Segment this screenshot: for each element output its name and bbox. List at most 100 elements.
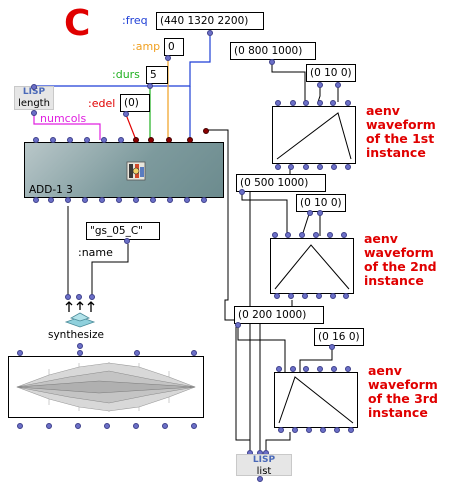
env2-inlet[interactable] [285, 232, 291, 238]
env2-levels-outlet[interactable] [307, 210, 313, 216]
env1-outlet[interactable] [331, 164, 337, 170]
env3-inlet[interactable] [290, 366, 296, 372]
add1-inlet[interactable] [33, 137, 39, 143]
env3-outlet[interactable] [278, 427, 284, 433]
synthesize-outlet[interactable] [77, 343, 83, 349]
env2-outlet[interactable] [274, 293, 280, 299]
add1-outlet[interactable] [33, 197, 39, 203]
env1-points-outlet[interactable] [269, 59, 275, 65]
env1-points-box[interactable]: (0 800 1000) [230, 42, 316, 60]
env3-inlet[interactable] [317, 366, 323, 372]
env1-inlet[interactable] [275, 100, 281, 106]
waveform-outlet[interactable] [191, 423, 197, 429]
waveform-outlet[interactable] [162, 423, 168, 429]
add1-outlet[interactable] [48, 197, 54, 203]
env2-inlet[interactable] [272, 232, 278, 238]
env2-outlet[interactable] [316, 293, 322, 299]
env3-inlet[interactable] [303, 366, 309, 372]
env1-bpf-box[interactable] [272, 106, 356, 164]
env2-outlet[interactable] [302, 293, 308, 299]
freq-value-box[interactable]: (440 1320 2200) [156, 12, 264, 30]
env3-outlet[interactable] [320, 427, 326, 433]
freq-outlet[interactable] [207, 30, 213, 36]
add1-outlet[interactable] [65, 197, 71, 203]
waveform-outlet[interactable] [75, 423, 81, 429]
env3-levels-box[interactable]: (0 16 0) [314, 328, 364, 346]
length-outlet[interactable] [31, 110, 37, 116]
env1-inlet[interactable] [345, 100, 351, 106]
add1-outlet[interactable] [167, 197, 173, 203]
env2-levels-outlet[interactable] [317, 210, 323, 216]
add1-inlet[interactable] [67, 137, 73, 143]
add1-inlet[interactable] [118, 137, 124, 143]
env3-inlet[interactable] [331, 366, 337, 372]
sound-waveform-box[interactable] [8, 356, 204, 418]
env3-points-outlet[interactable] [235, 322, 241, 328]
env3-levels-outlet[interactable] [329, 344, 335, 350]
synthesize-inlet[interactable] [89, 294, 95, 300]
env2-inlet[interactable] [313, 232, 319, 238]
name-outlet[interactable] [124, 238, 130, 244]
add1-inlet[interactable] [101, 137, 107, 143]
env3-inlet[interactable] [276, 366, 282, 372]
waveform-outlet[interactable] [104, 423, 110, 429]
env3-bpf-box[interactable] [274, 372, 358, 428]
env1-levels-outlet[interactable] [335, 82, 341, 88]
env1-inlet[interactable] [303, 100, 309, 106]
synthesize-inlet[interactable] [65, 294, 71, 300]
add1-outlet[interactable] [116, 197, 122, 203]
length-inlet[interactable] [31, 84, 37, 90]
env2-bpf-box[interactable] [270, 238, 354, 294]
env2-inlet[interactable] [327, 232, 333, 238]
env1-outlet[interactable] [288, 164, 294, 170]
env3-outlet[interactable] [348, 427, 354, 433]
add1-outlet[interactable] [150, 197, 156, 203]
env1-inlet[interactable] [330, 100, 336, 106]
waveform-outlet[interactable] [133, 423, 139, 429]
env1-outlet[interactable] [303, 164, 309, 170]
env2-inlet[interactable] [341, 232, 347, 238]
env2-points-outlet[interactable] [239, 189, 245, 195]
lisp-list-box[interactable]: LISP list [236, 454, 292, 477]
env3-outlet[interactable] [292, 427, 298, 433]
env1-levels-box[interactable]: (0 10 0) [306, 64, 356, 82]
add1-instrument-box[interactable]: ADD-1 3 [24, 142, 224, 198]
env2-points-box[interactable]: (0 500 1000) [236, 174, 326, 192]
edel-value-box[interactable]: (0) [120, 94, 150, 112]
add1-outlet[interactable] [99, 197, 105, 203]
add1-inlet-connected[interactable] [203, 128, 209, 134]
env2-outlet[interactable] [343, 293, 349, 299]
waveform-inlet[interactable] [77, 350, 83, 356]
amp-value-box[interactable]: 0 [164, 38, 184, 56]
add1-inlet-connected[interactable] [187, 137, 193, 143]
env2-inlet[interactable] [299, 232, 305, 238]
env3-outlet[interactable] [306, 427, 312, 433]
env2-levels-box[interactable]: (0 10 0) [296, 194, 346, 212]
add1-inlet-connected[interactable] [148, 137, 154, 143]
durs-value-box[interactable]: 5 [146, 66, 168, 84]
env1-outlet[interactable] [317, 164, 323, 170]
waveform-inlet[interactable] [134, 350, 140, 356]
add1-inlet[interactable] [50, 137, 56, 143]
env1-levels-outlet[interactable] [317, 82, 323, 88]
add1-inlet[interactable] [84, 137, 90, 143]
durs-outlet[interactable] [147, 83, 153, 89]
env3-outlet[interactable] [334, 427, 340, 433]
env1-inlet[interactable] [290, 100, 296, 106]
add1-outlet[interactable] [133, 197, 139, 203]
add1-inlet-connected[interactable] [166, 137, 172, 143]
amp-outlet[interactable] [165, 55, 171, 61]
waveform-outlet[interactable] [46, 423, 52, 429]
add1-outlet[interactable] [82, 197, 88, 203]
waveform-inlet[interactable] [17, 350, 23, 356]
env1-outlet[interactable] [345, 164, 351, 170]
env1-inlet[interactable] [317, 100, 323, 106]
waveform-inlet[interactable] [191, 350, 197, 356]
synthesize-icon[interactable] [62, 300, 98, 328]
env3-inlet[interactable] [345, 366, 351, 372]
name-value-box[interactable]: "gs_05_C" [86, 222, 160, 240]
env2-outlet[interactable] [330, 293, 336, 299]
add1-outlet[interactable] [184, 197, 190, 203]
waveform-outlet[interactable] [17, 423, 23, 429]
list-outlet[interactable] [257, 476, 263, 482]
